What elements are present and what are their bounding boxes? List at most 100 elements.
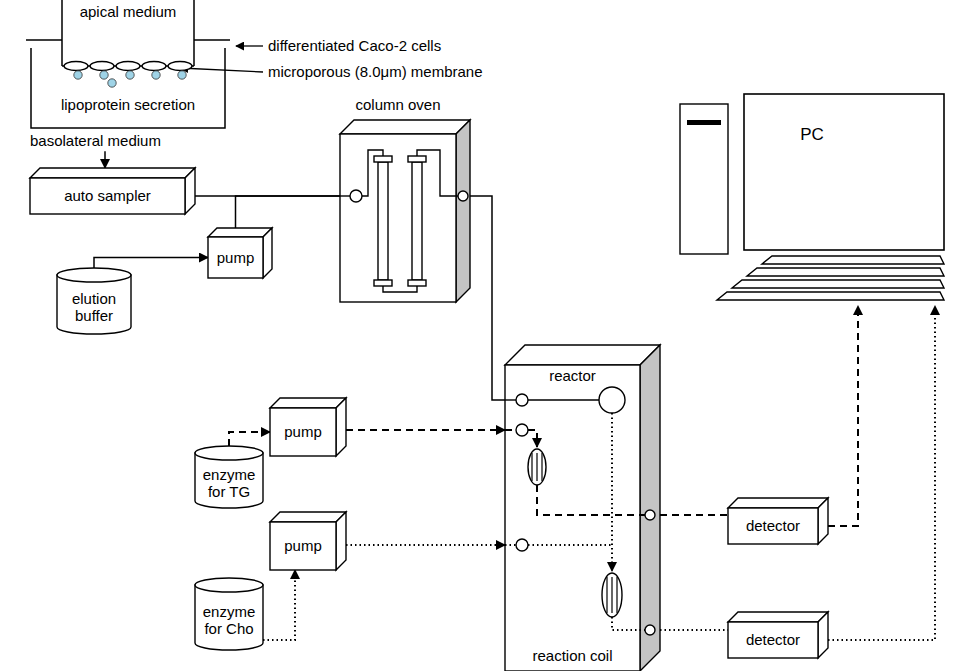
lipoprotein-particle bbox=[74, 71, 82, 79]
oven-tubing bbox=[340, 195, 350, 196]
transwell-insert: apical medium bbox=[62, 0, 194, 72]
coil-winding bbox=[541, 453, 542, 481]
callout-label: microporous (8.0μm) membrane bbox=[268, 63, 483, 80]
column-cap bbox=[374, 156, 392, 162]
coil-winding bbox=[611, 577, 612, 613]
pc-keyboard bbox=[762, 256, 944, 264]
coil-winding bbox=[606, 577, 607, 613]
reactor-port bbox=[645, 625, 655, 635]
hplc-column bbox=[378, 162, 388, 280]
node-text: enzyme for TG bbox=[197, 466, 261, 501]
node-text: elution buffer bbox=[59, 290, 129, 325]
leader-line bbox=[236, 45, 263, 46]
box-top bbox=[340, 120, 470, 134]
pump-box: pump bbox=[270, 398, 346, 456]
flow-connector bbox=[660, 514, 728, 516]
lipoprotein-particle bbox=[108, 79, 116, 87]
detector-box: detector bbox=[728, 612, 828, 658]
flow-connector bbox=[828, 306, 858, 526]
box-front bbox=[728, 622, 818, 658]
hplc-column bbox=[412, 162, 422, 280]
bottle-top bbox=[195, 446, 263, 460]
flow-connector bbox=[346, 429, 505, 431]
reactor-port bbox=[516, 394, 528, 406]
flow-connector bbox=[104, 151, 106, 168]
lipoprotein-particle bbox=[126, 71, 134, 79]
flow-connector bbox=[94, 258, 208, 269]
lipoprotein-particle bbox=[152, 71, 160, 79]
culture-well-outline bbox=[31, 48, 225, 128]
caco2-cell bbox=[90, 62, 114, 71]
enzyme-bottle: enzyme for TG bbox=[195, 446, 263, 508]
box-front bbox=[340, 134, 456, 302]
box-front bbox=[270, 408, 336, 456]
reactor-tubing bbox=[528, 544, 612, 546]
flow-connector bbox=[229, 432, 270, 446]
culture-well: lipoprotein secretionbasolateral mediuma… bbox=[31, 48, 225, 128]
node-text: auto sampler bbox=[64, 187, 151, 204]
node-text: PC bbox=[790, 125, 834, 145]
tower-drive bbox=[687, 120, 721, 125]
node-text: reactor bbox=[505, 367, 640, 384]
reactor-tubing bbox=[612, 617, 645, 630]
box-side bbox=[263, 228, 272, 278]
reaction-coil-symbol bbox=[602, 573, 622, 617]
caco2-cell bbox=[168, 62, 192, 71]
node-text: column oven bbox=[340, 96, 456, 113]
pc-keyboard bbox=[717, 292, 944, 300]
reactor-tubing bbox=[528, 430, 537, 447]
bottle-top bbox=[57, 268, 131, 282]
pc-computer: PC bbox=[672, 92, 950, 306]
reactor-box: reactorreaction coil bbox=[505, 345, 660, 671]
oven-port bbox=[458, 191, 468, 201]
box-top bbox=[728, 612, 828, 622]
node-text: detector bbox=[746, 517, 800, 534]
pc-computer-outline bbox=[672, 92, 950, 306]
reactor-port bbox=[516, 539, 528, 551]
node-text: pump bbox=[284, 537, 322, 554]
pc-monitor bbox=[744, 94, 944, 250]
reactor-box-outline bbox=[505, 345, 660, 671]
buffer-bottle: elution buffer bbox=[57, 268, 131, 334]
reactor-tubing bbox=[528, 399, 599, 400]
oven-tubing bbox=[383, 286, 417, 292]
box-top bbox=[728, 498, 828, 508]
box-front bbox=[208, 237, 263, 278]
caco2-cell bbox=[116, 62, 140, 71]
flow-connector bbox=[236, 196, 341, 228]
caco2-cell bbox=[64, 62, 88, 71]
node-text: apical medium bbox=[62, 3, 194, 20]
box-top bbox=[208, 228, 272, 237]
reactor-port bbox=[516, 424, 528, 436]
reactor-tubing bbox=[611, 413, 613, 571]
box-front bbox=[270, 522, 336, 570]
node-text: detector bbox=[746, 631, 800, 648]
flow-connector bbox=[470, 196, 505, 400]
column-cap bbox=[408, 156, 426, 162]
box-side bbox=[336, 512, 346, 570]
pc-keyboard bbox=[732, 280, 944, 288]
flow-connector bbox=[660, 629, 728, 631]
insert-wall bbox=[26, 0, 230, 66]
caco2-cell bbox=[142, 62, 166, 71]
node-text: pump bbox=[217, 249, 255, 266]
pump-box: pump bbox=[208, 228, 272, 278]
box-top bbox=[30, 168, 195, 178]
enzyme-bottle: enzyme for Cho bbox=[195, 578, 263, 650]
column-cap bbox=[374, 280, 392, 286]
box-side bbox=[185, 168, 195, 214]
pc-keyboard bbox=[747, 268, 944, 276]
box-side bbox=[640, 345, 660, 671]
callout-label: differentiated Caco-2 cells bbox=[268, 37, 441, 54]
box-front bbox=[30, 178, 185, 214]
box-side bbox=[818, 612, 828, 658]
box-top bbox=[270, 512, 346, 522]
box-top bbox=[270, 398, 346, 408]
reaction-coil-symbol bbox=[528, 449, 546, 485]
reactor-tubing bbox=[505, 429, 516, 431]
leader-line bbox=[180, 68, 263, 72]
box-front bbox=[505, 365, 640, 671]
box-top bbox=[505, 345, 660, 365]
node-text: lipoprotein secretion bbox=[31, 96, 225, 113]
flow-connector bbox=[828, 306, 935, 640]
